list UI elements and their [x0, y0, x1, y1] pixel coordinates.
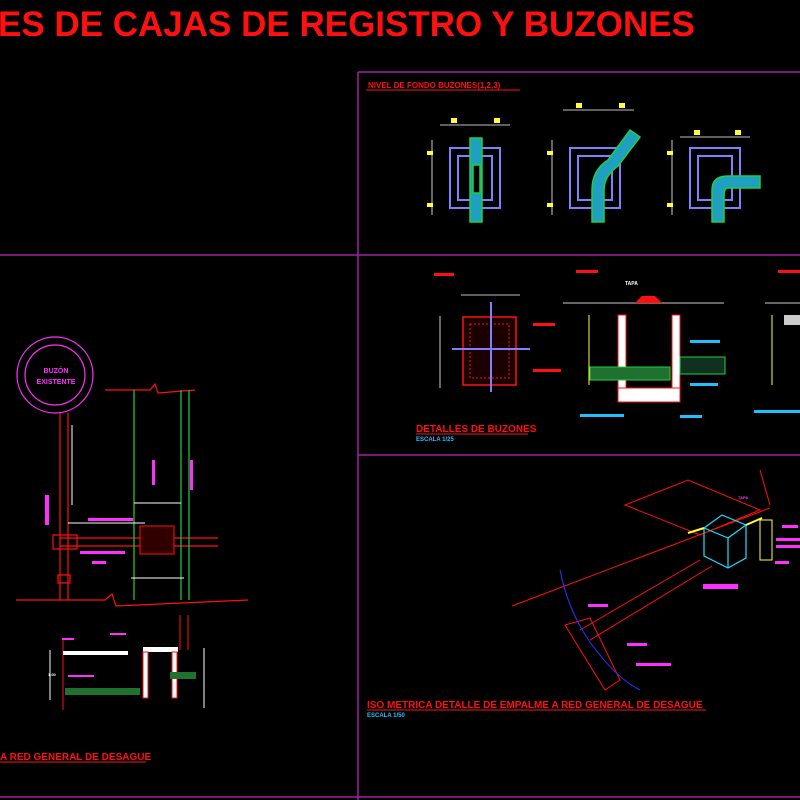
cyan-callouts: [533, 323, 800, 418]
panel-seccion: 1.00 A RED GENERAL DE DESAGUE: [0, 615, 205, 763]
panel-title-seccion: A RED GENERAL DE DESAGUE: [0, 752, 151, 763]
buzon-wall-right: [671, 314, 681, 391]
buzon-pipes: [469, 128, 761, 223]
caja-registro-plan: [139, 525, 175, 555]
panel-nivel-fondo: NIVEL DE FONDO BUZONES(1,2,3): [366, 81, 761, 223]
iso-box: [703, 514, 747, 569]
panel-plan: BUZÓN EXISTENTE: [16, 336, 249, 607]
panel-title-isometrica: ISO METRICA DETALLE DE EMPALME A RED GEN…: [367, 700, 703, 711]
dimension-labels: [427, 103, 741, 207]
panel-detalles-buzones: TAPA DETALLES DE BUZONES ESCALA 1/25: [416, 270, 800, 443]
buzon-label-line2: EXISTENTE: [37, 379, 76, 386]
label-tapa: TAPA: [625, 281, 638, 287]
panel-title-detalles: DETALLES DE BUZONES: [416, 424, 537, 435]
buzon-label-line1: BUZÓN: [44, 366, 69, 375]
sheet-title: ES DE CAJAS DE REGISTRO Y BUZONES: [0, 5, 695, 44]
label-tapa-iso: TAPA: [738, 495, 748, 500]
pipe-section: [589, 366, 671, 381]
viewport-frames: [0, 71, 800, 800]
buzon-existente-circle: [16, 336, 94, 414]
panel-title-nivel-fondo: NIVEL DE FONDO BUZONES(1,2,3): [368, 81, 501, 90]
scale-isometrica: ESCALA 1/50: [367, 713, 405, 719]
scale-detalles: ESCALA 1/25: [416, 437, 454, 443]
panel-isometrica: TAPA ISO METRICA DETALLE DE EMPALME A RE…: [367, 469, 800, 719]
dim-1-00: 1.00: [48, 672, 57, 677]
buzon-plan-section: [462, 316, 517, 386]
